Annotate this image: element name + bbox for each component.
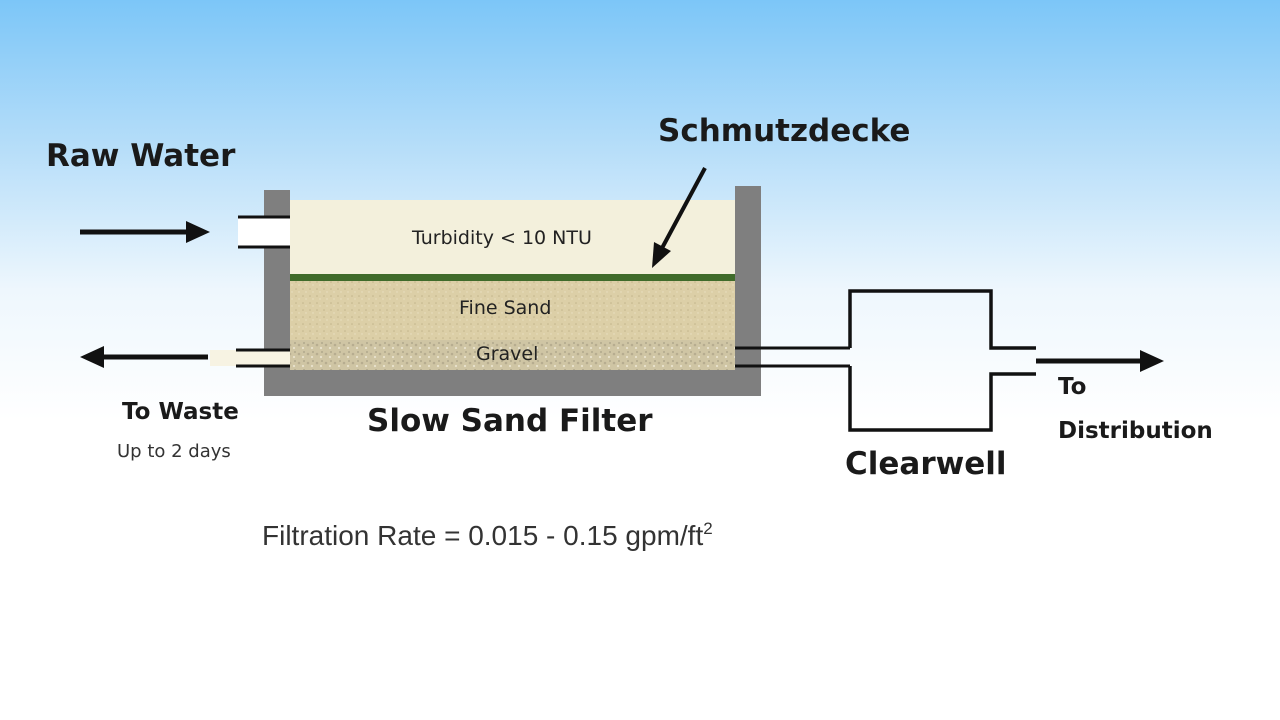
filter-floor [264,370,761,396]
to-waste-arrow [80,346,208,368]
filtration-rate-exponent: 2 [703,519,713,538]
inlet-pipe [238,216,290,248]
schmutzdecke-pointer-arrow [652,167,707,268]
to-distribution-arrow [1036,350,1164,372]
fine-sand-texture [290,281,735,340]
filtration-rate-formula: Filtration Rate = 0.015 - 0.15 gpm/ft2 [262,519,713,552]
fine-sand-label: Fine Sand [459,297,552,319]
turbidity-label: Turbidity < 10 NTU [412,227,592,249]
gravel-texture [290,340,735,370]
raw-water-label: Raw Water [46,138,236,174]
to-waste-note: Up to 2 days [117,441,231,462]
filter-name-label: Slow Sand Filter [367,403,653,439]
filtration-rate-text: Filtration Rate = 0.015 - 0.15 gpm/ft [262,520,704,551]
to-waste-label: To Waste [122,399,239,425]
drain-pipe [210,350,290,366]
water-zone [290,200,735,275]
clearwell-tank [848,289,1036,432]
gravel-label: Gravel [476,343,539,365]
schmutzdecke-layer [290,274,735,281]
clearwell-label: Clearwell [845,446,1007,482]
filter-right-wall [735,186,761,396]
outlet-pipe [735,346,850,368]
to-label: To [1058,374,1087,400]
raw-water-arrow [80,221,210,243]
distribution-label: Distribution [1058,418,1213,444]
schmutzdecke-label: Schmutzdecke [658,113,911,149]
